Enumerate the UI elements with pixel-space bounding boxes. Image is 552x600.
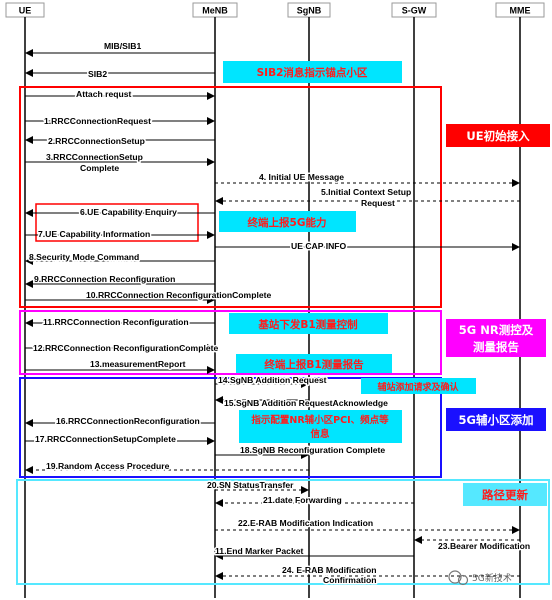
wechat-icon-secondary [457, 574, 469, 586]
entity-label-ue: UE [19, 6, 32, 16]
message-label-10: 7.UE Capability Information [38, 229, 150, 239]
note-b1-report-text: 终端上报B1测量报告 [264, 358, 364, 371]
phase-frame-nr-measurement [19, 310, 442, 375]
message-label-28: 11.End Marker Packet [215, 546, 304, 556]
message-label-5: 2.RRCConnectionSetup [48, 136, 145, 146]
phase-label-path-update: 路径更新 [482, 488, 528, 502]
entity-menb: MeNB [192, 2, 238, 18]
phase-label-nr-measurement-2: 测量报告 [473, 340, 519, 354]
entity-sgnb: SgNB [287, 2, 331, 18]
note-sib2-text: SIB2消息指示锚点小区 [257, 66, 368, 79]
entity-label-sgnb: SgNB [297, 6, 322, 16]
message-label-27: 23.Bearer Modification [438, 541, 530, 551]
message-label-24: 20.SN StatusTransfer [207, 480, 294, 490]
note-addition-request-text: 辅站添加请求及确认 [377, 381, 459, 393]
message-label-14: 10.RRCConnection ReconfigurationComplete [86, 290, 271, 300]
message-label-23: 19.Random Access Procedure [46, 461, 170, 471]
note-nr-scell-config: 指示配置NR辅小区PCI、频点等 信息 [239, 410, 402, 443]
phase-badge-scell-add: 5G辅小区添加 [446, 408, 546, 431]
message-label-6: 3.RRCConnectionSetup [46, 152, 143, 162]
message-label-21: 17.RRCConnectionSetupComplete [35, 434, 176, 444]
phase-label-nr-measurement: 5G NR测控及 [459, 323, 534, 337]
phase-badge-path-update: 路径更新 [463, 483, 547, 506]
message-label-2: SIB2 [88, 69, 107, 79]
message-label-22: 18.SgNB Reconfiguration Complete [240, 445, 385, 455]
note-5g-capability: 终端上报5G能力 [219, 211, 356, 232]
message-label-15: 11.RRCConnection Reconfiguration [43, 317, 189, 327]
message-label-29-line2: Confirmation [323, 575, 376, 585]
note-sib2: SIB2消息指示锚点小区 [223, 61, 402, 83]
note-b1-report: 终端上报B1测量报告 [236, 354, 392, 373]
entity-mme: MME [495, 2, 545, 18]
message-label-20: 16.RRCConnectionReconfiguration [56, 416, 200, 426]
note-addition-request: 辅站添加请求及确认 [361, 378, 476, 394]
message-label-7: 4. Initial UE Message [259, 172, 344, 182]
entity-label-menb: MeNB [202, 6, 228, 16]
message-label-19: 15.SgNB Addition RequestAcknowledge [224, 398, 388, 408]
entity-label-mme: MME [510, 6, 531, 16]
capability-highlight-frame [35, 203, 199, 242]
message-label-13: 9.RRCConnection Reconfiguration [34, 274, 175, 284]
message-label-25: 21.date Forwarding [263, 495, 342, 505]
watermark: 5G新技术 [448, 570, 512, 586]
phase-frame-initial-access [19, 86, 442, 308]
note-b1-control: 基站下发B1测量控制 [229, 313, 388, 334]
watermark-text: 5G新技术 [472, 572, 512, 584]
note-nr-scell-config-text-2: 信息 [310, 428, 330, 440]
message-label-8: 5.Initial Context Setup [321, 187, 411, 197]
note-5g-capability-text: 终端上报5G能力 [248, 216, 327, 229]
phase-label-initial-access: UE初始接入 [466, 129, 530, 143]
message-label-16: 12.RRCConnection ReconfigurationComplete [33, 343, 218, 353]
message-label-18: 14.SgNB Addition Request [218, 375, 327, 385]
message-label-12: 8.Security Mode Command [29, 252, 139, 262]
note-nr-scell-config-text: 指示配置NR辅小区PCI、频点等 [251, 414, 389, 426]
message-label-26: 22.E-RAB Modification Indication [238, 518, 373, 528]
entity-label-sgw: S-GW [402, 6, 427, 16]
message-label-17: 13.measurementReport [90, 359, 186, 369]
message-label-3: Attach requst [76, 89, 132, 99]
phase-frame-path-update [16, 479, 550, 585]
phase-badge-initial-access: UE初始接入 [446, 124, 550, 147]
phase-frame-scell-add [19, 377, 442, 478]
wechat-icon [448, 570, 462, 584]
message-label-6-line2: Complete [80, 163, 119, 173]
entity-ue: UE [5, 2, 45, 18]
message-label-8-line2: Request [361, 198, 395, 208]
message-label-4: 1.RRCConnectionRequest [44, 116, 151, 126]
note-b1-control-text: 基站下发B1测量控制 [257, 318, 357, 331]
message-label-11: UE CAP INFO [291, 241, 347, 251]
entity-sgw: S-GW [391, 2, 437, 18]
phase-label-scell-add: 5G辅小区添加 [459, 413, 534, 427]
message-label-9: 6.UE Capability Enquiry [80, 207, 177, 217]
message-label-1: MIB/SIB1 [104, 41, 141, 51]
phase-badge-nr-measurement: 5G NR测控及 测量报告 [446, 319, 546, 357]
message-label-29: 24. E-RAB Modification [282, 565, 377, 575]
